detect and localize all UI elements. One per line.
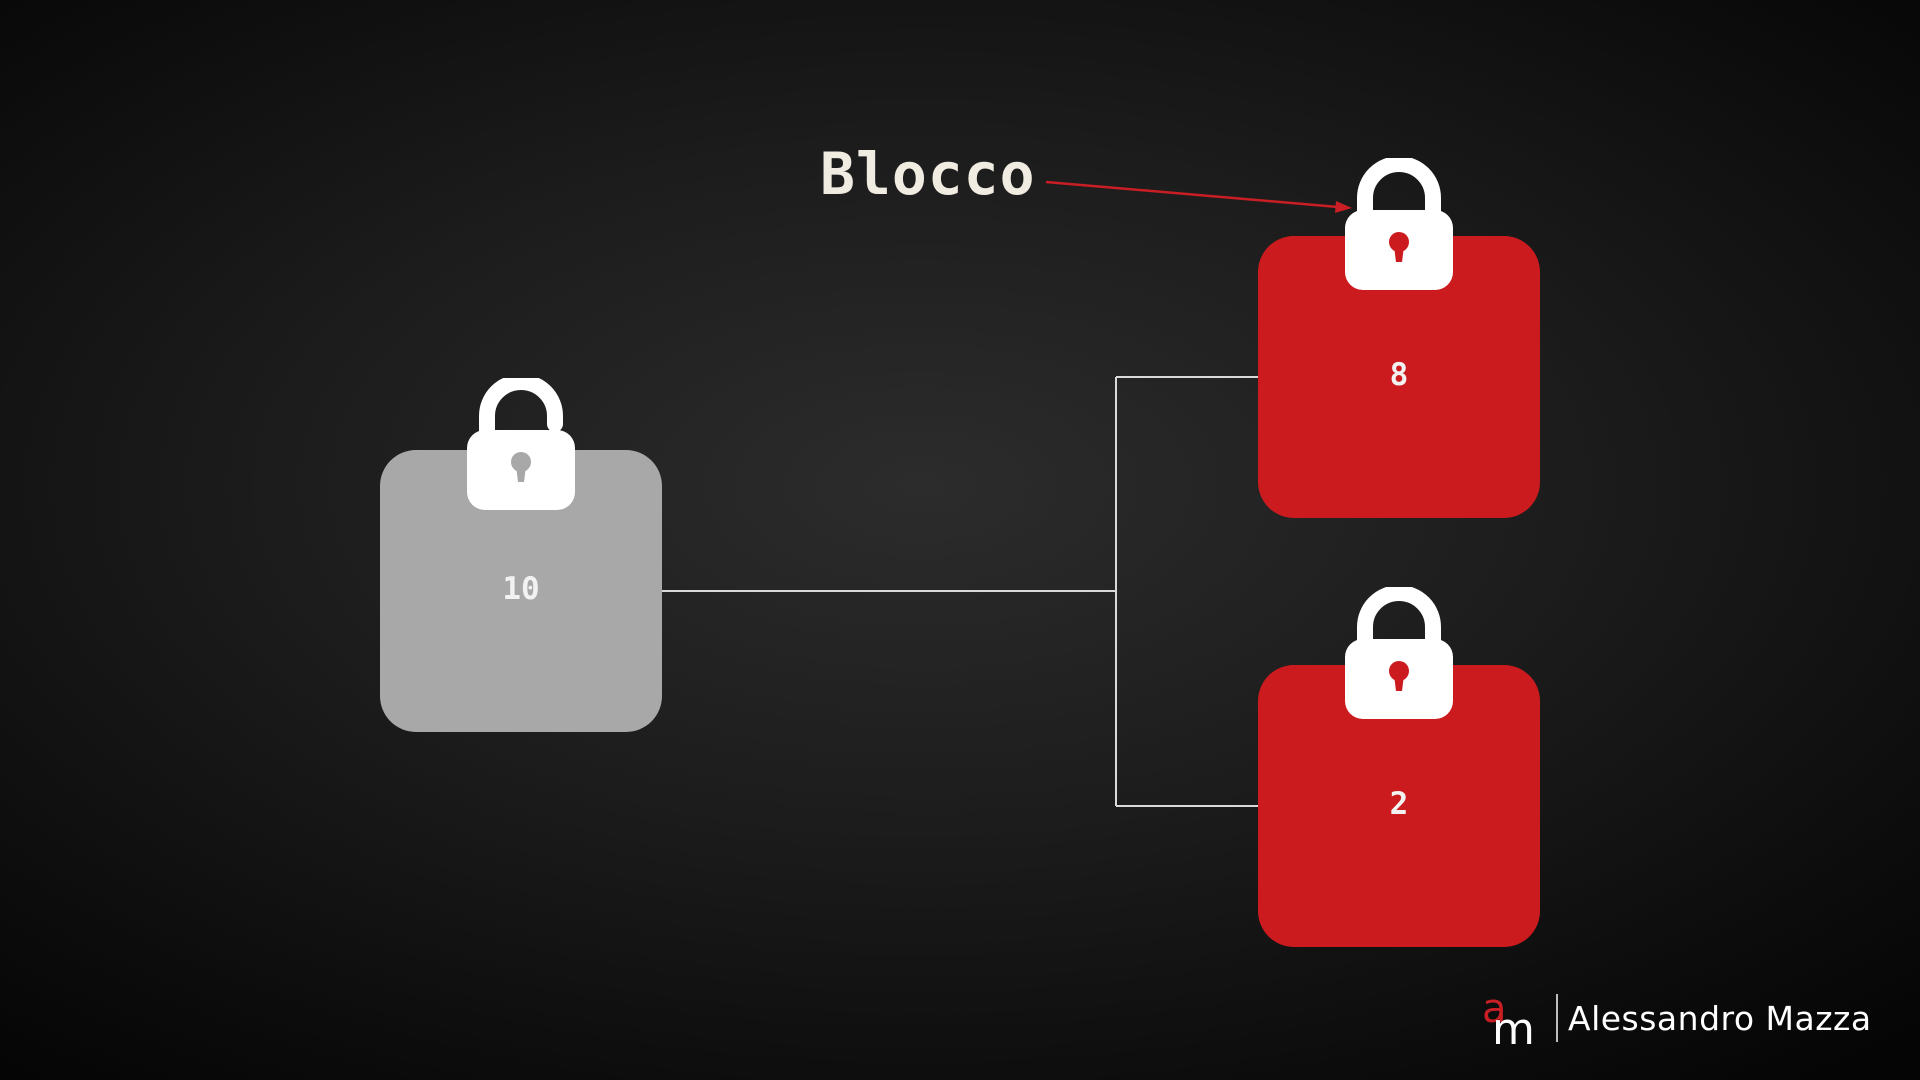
node-root-value: 10: [502, 571, 540, 607]
lock-open-icon: [467, 378, 575, 510]
brand-name: Alessandro Mazza: [1568, 998, 1872, 1038]
brand-divider: [1556, 994, 1558, 1042]
annotation-label: Blocco: [820, 140, 1036, 208]
brand-logo-m: m: [1492, 1004, 1535, 1048]
annotation-arrow-line: [1045, 180, 1339, 209]
annotation-arrow-head: [1335, 201, 1352, 213]
node-child-top-value: 8: [1389, 357, 1409, 393]
brand-signature: a m Alessandro Mazza: [1478, 988, 1872, 1048]
brand-logo-a: a: [1482, 988, 1507, 1032]
brand-logo-icon: a m: [1482, 988, 1535, 1048]
lock-closed-icon: [1345, 158, 1453, 290]
node-child-bottom-value: 2: [1389, 786, 1409, 822]
lock-closed-icon: [1345, 587, 1453, 719]
